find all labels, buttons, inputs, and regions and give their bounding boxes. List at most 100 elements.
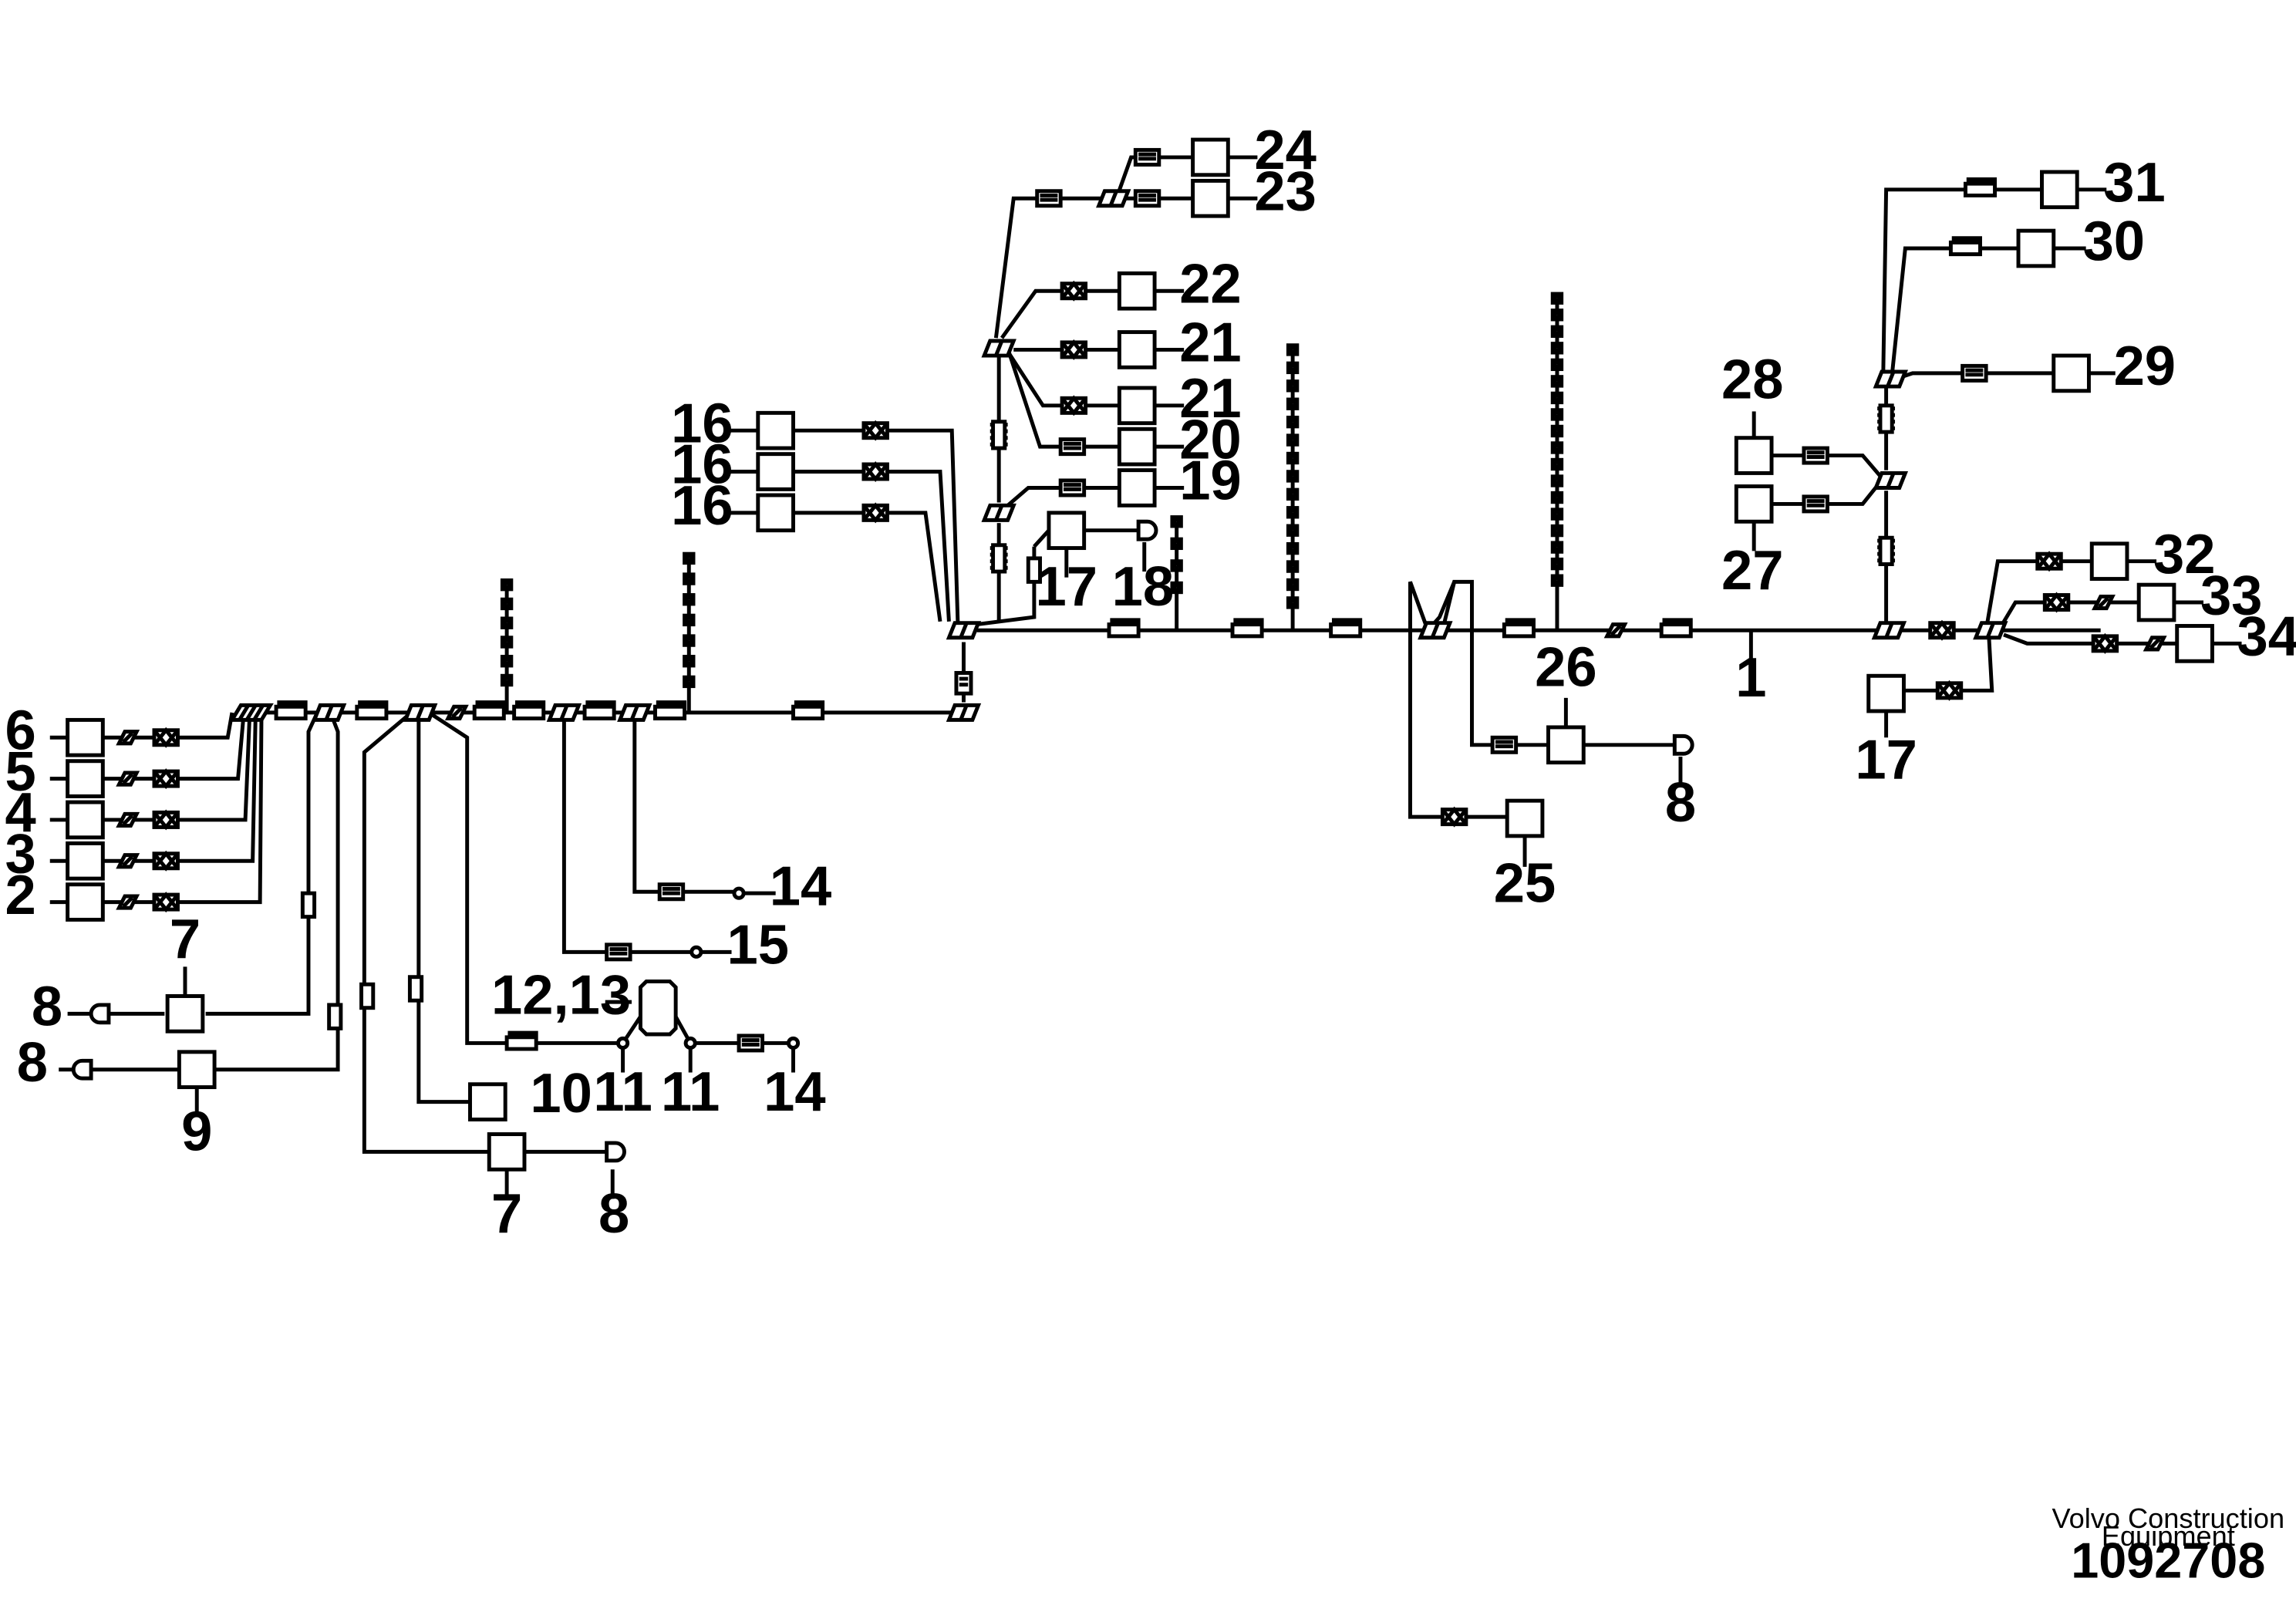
inline-connector-icon: [407, 975, 424, 1003]
junction-divider: [1884, 622, 1894, 639]
pin-dot: [1553, 427, 1561, 435]
callout-label: 15: [727, 914, 789, 976]
ring-terminal-icon: [786, 1036, 801, 1050]
pin-dot: [1289, 364, 1296, 372]
component-box: [1734, 484, 1774, 524]
crosshatch-pattern: [153, 892, 180, 913]
callout-label: 22: [1179, 252, 1242, 315]
junction-divider: [1886, 472, 1896, 489]
splice-connector-icon: [1963, 177, 1998, 197]
component-box: [1505, 798, 1545, 838]
pin-dot: [1553, 328, 1561, 336]
pin-dot: [1289, 562, 1296, 571]
pin-dot: [1553, 543, 1561, 551]
pin-terminal-icon: [1170, 537, 1183, 551]
callout-label: 21: [1179, 312, 1242, 374]
pin-terminal-icon: [683, 593, 696, 606]
lined-pattern: [959, 676, 969, 687]
callout-label: 11: [593, 1061, 652, 1123]
pin-terminal-icon: [683, 551, 696, 565]
pin-dot: [1289, 526, 1296, 534]
callout-label: 4: [5, 781, 36, 844]
callout-label: 24: [1254, 119, 1317, 181]
pin-terminal-icon: [500, 597, 514, 611]
pin-terminal-icon: [1286, 578, 1300, 592]
junction-divider: [559, 704, 569, 721]
pin-dot: [1553, 560, 1561, 568]
junction-divider: [1108, 190, 1118, 207]
lined-pattern: [1495, 740, 1513, 749]
pin-terminal-icon: [1550, 309, 1564, 322]
splice-connector-icon: [582, 700, 616, 720]
crosshatch-pattern: [2043, 592, 2070, 613]
plug-connector-icon: [1672, 733, 1694, 756]
company-name-line1: Volvo Construction: [2052, 1502, 2284, 1534]
component-box: [1191, 178, 1230, 218]
pin-terminal-icon: [1550, 292, 1564, 305]
pin-terminal-icon: [1286, 361, 1300, 375]
pin-terminal-icon: [683, 613, 696, 627]
crosshatch-pattern: [1928, 619, 1956, 641]
inline-connector-icon: [327, 1003, 343, 1030]
plug-connector-icon: [71, 1058, 93, 1081]
component-box: [2040, 170, 2079, 210]
junction-divider: [1430, 622, 1440, 639]
pin-dot: [1289, 508, 1296, 517]
junction-divider: [238, 704, 265, 721]
crosshatch-pattern: [862, 461, 889, 483]
pin-terminal-icon: [1550, 391, 1564, 405]
pin-terminal-icon: [683, 655, 696, 668]
crosshatch-pattern: [153, 809, 180, 831]
pin-dot: [1289, 599, 1296, 607]
splice-connector-icon: [1878, 535, 1894, 566]
component-box: [66, 759, 105, 798]
junction-divider: [994, 340, 1004, 356]
callout-label: 32: [2153, 523, 2216, 585]
callout-label: 16: [671, 433, 733, 496]
pin-dot: [1289, 382, 1296, 390]
parallelogram-connector-icon: [1603, 622, 1628, 639]
pin-terminal-icon: [1286, 433, 1300, 447]
pin-terminal-icon: [500, 673, 514, 687]
inline-connector-icon: [1026, 556, 1042, 584]
callout-label: 17: [1036, 555, 1098, 618]
callout-label: 16: [671, 392, 733, 454]
callout-label: 7: [170, 908, 201, 970]
pin-dot: [685, 657, 693, 665]
splice-connector-icon: [1107, 618, 1141, 639]
pin-dot: [1172, 518, 1181, 526]
parallelogram-connector-icon: [116, 811, 140, 828]
callout-label: 20: [1179, 408, 1242, 470]
crosshatch-pattern: [153, 727, 180, 748]
pin-dot: [503, 676, 511, 684]
pin-dot: [685, 616, 693, 624]
components: [66, 137, 2214, 1172]
ring-terminals: [616, 886, 801, 1050]
pin-terminal-icon: [1286, 506, 1300, 519]
splice-connector-icon: [1230, 618, 1264, 639]
pin-dot: [503, 600, 511, 608]
parallelogram-connector-icon: [2092, 594, 2116, 611]
junction-divider: [1886, 371, 1896, 387]
component-box: [177, 1050, 217, 1090]
pin-dot: [685, 678, 693, 686]
component-box: [468, 1082, 507, 1121]
pin-terminal-icon: [1286, 560, 1300, 573]
junction-divider: [629, 704, 639, 721]
pin-terminal-icon: [1286, 524, 1300, 537]
callout-label: 14: [770, 855, 832, 917]
splice-connector-icon: [504, 1030, 538, 1051]
junction-divider: [959, 704, 969, 721]
callout-label: 17: [1855, 729, 1917, 791]
drawing-number: 1092708: [2071, 1533, 2265, 1589]
callout-label: 27: [1721, 539, 1784, 602]
pin-dot: [1289, 418, 1296, 426]
pin-dot: [1172, 584, 1181, 592]
pin-terminal-icon: [1170, 515, 1183, 528]
pin-terminal-icon: [1170, 581, 1183, 595]
ring-terminal-icon: [732, 886, 746, 900]
pin-dot: [1553, 460, 1561, 468]
drawing-footer: Volvo Construction Equipment 1092708: [2052, 1502, 2284, 1589]
callout-label: 5: [5, 740, 36, 803]
parallelogram-connector-icon: [2143, 636, 2167, 652]
